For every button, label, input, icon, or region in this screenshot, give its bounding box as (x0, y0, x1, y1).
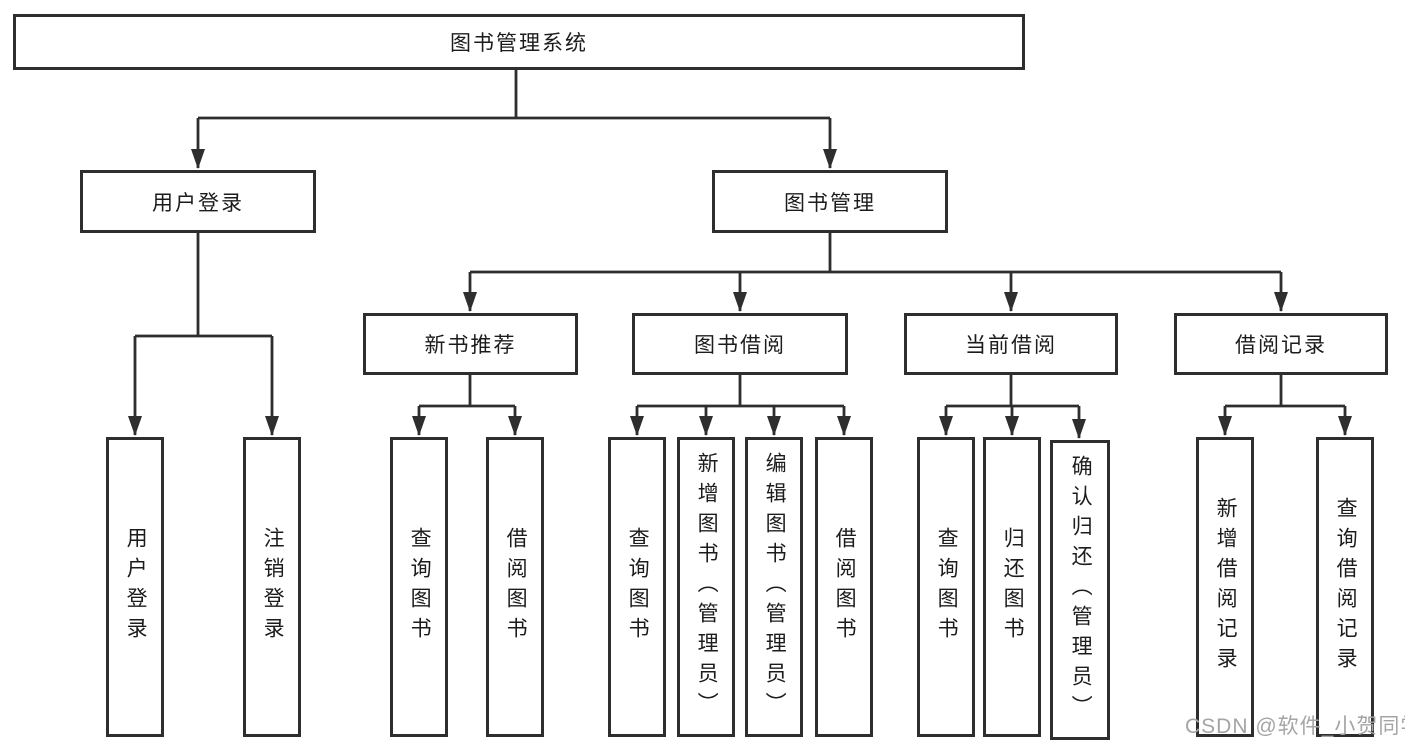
leaf-recommend-query-books: 查询图书 (390, 437, 448, 737)
leaf-recommend-borrow-books: 借阅图书 (486, 437, 544, 737)
node-book-management: 图书管理 (712, 170, 948, 233)
node-label: 图书管理 (784, 191, 876, 215)
leaf-current-query-books: 查询图书 (917, 437, 975, 737)
leaf-user-login: 用户登录 (106, 437, 164, 737)
edge-book-borrowing-to-leaves (630, 375, 851, 436)
leaf-current-confirm-return-admin: 确认归还（管理员） (1050, 440, 1110, 740)
leaf-logout: 注销登录 (243, 437, 301, 737)
node-borrow-records: 借阅记录 (1174, 313, 1388, 375)
node-label: 查询图书 (935, 527, 959, 647)
node-label: 查询图书 (626, 527, 650, 647)
node-label: 确认归还（管理员） (1069, 455, 1093, 725)
leaf-borrowing-query-books: 查询图书 (608, 437, 666, 737)
edge-borrow-records-to-leaves (1218, 375, 1352, 436)
node-label: 图书管理系统 (450, 32, 588, 55)
edge-current-borrowing-to-leaves (939, 375, 1086, 439)
leaf-records-query-record: 查询借阅记录 (1316, 437, 1374, 737)
edge-user-login-to-leaves (128, 233, 279, 436)
node-label: 查询借阅记录 (1334, 497, 1358, 677)
node-user-login: 用户登录 (80, 170, 316, 233)
node-label: 新增借阅记录 (1214, 497, 1238, 677)
node-label: 借阅记录 (1235, 334, 1327, 357)
node-book-borrowing: 图书借阅 (632, 313, 848, 375)
node-current-borrowing: 当前借阅 (904, 313, 1118, 375)
edge-book-management-to-level3 (463, 233, 1288, 312)
node-label: 图书借阅 (694, 334, 786, 357)
leaf-borrowing-borrow-books: 借阅图书 (815, 437, 873, 737)
leaf-records-add-record: 新增借阅记录 (1196, 437, 1254, 737)
node-label: 新增图书（管理员） (695, 452, 719, 722)
leaf-borrowing-add-books-admin: 新增图书（管理员） (677, 437, 735, 737)
node-root: 图书管理系统 (13, 14, 1025, 70)
edge-root-to-level2 (191, 70, 837, 169)
node-label: 新书推荐 (424, 334, 517, 357)
leaf-current-return-books: 归还图书 (983, 437, 1041, 737)
node-label: 当前借阅 (965, 334, 1057, 357)
node-label: 用户登录 (124, 527, 148, 647)
node-label: 用户登录 (152, 191, 244, 215)
node-label: 归还图书 (1001, 527, 1025, 647)
node-label: 借阅图书 (833, 527, 857, 647)
csdn-watermark: CSDN @软件_小贺同学 (1185, 715, 1405, 738)
node-label: 编辑图书（管理员） (763, 452, 787, 722)
edge-new-book-recommend-to-leaves (412, 375, 522, 436)
node-label: 查询图书 (408, 527, 432, 647)
leaf-borrowing-edit-books-admin: 编辑图书（管理员） (745, 437, 803, 737)
node-label: 借阅图书 (504, 527, 528, 647)
node-new-book-recommend: 新书推荐 (363, 313, 578, 375)
node-label: 注销登录 (261, 527, 285, 647)
